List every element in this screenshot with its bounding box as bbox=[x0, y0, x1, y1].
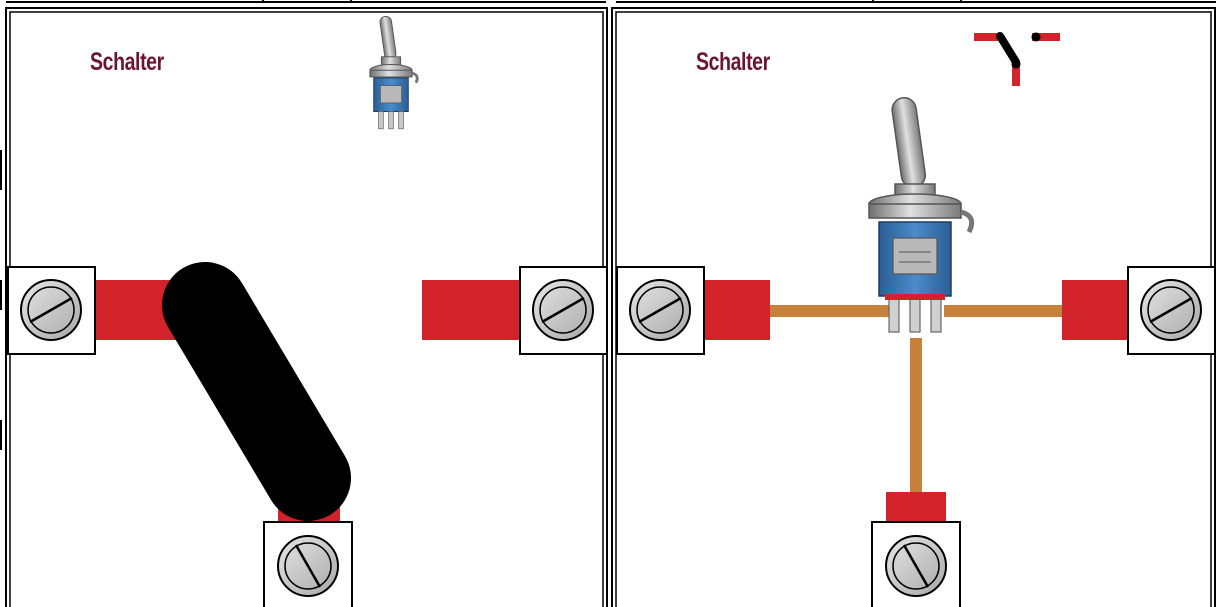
terminal-bottom bbox=[872, 522, 960, 607]
left-panel bbox=[6, 8, 607, 607]
left-edge-fragments bbox=[0, 150, 2, 450]
toggle-switch-photo-icon bbox=[869, 96, 972, 332]
right-track-right bbox=[1062, 280, 1128, 340]
right-panel-label: Schalter bbox=[696, 48, 770, 77]
top-strip bbox=[6, 0, 1216, 3]
right-track-left bbox=[704, 280, 770, 340]
switch-lever bbox=[205, 305, 308, 478]
toggle-switch-photo-icon bbox=[370, 16, 417, 129]
left-panel-label: Schalter bbox=[90, 48, 164, 77]
left-track-right bbox=[422, 280, 522, 340]
terminal-bottom bbox=[264, 522, 352, 607]
terminal-right bbox=[1128, 267, 1215, 354]
terminal-left bbox=[8, 267, 95, 354]
right-track-bottom bbox=[886, 492, 946, 526]
spdt-switch-symbol-icon bbox=[974, 33, 1060, 87]
terminal-left bbox=[617, 267, 704, 354]
right-panel bbox=[612, 8, 1215, 607]
terminal-right bbox=[520, 267, 607, 354]
